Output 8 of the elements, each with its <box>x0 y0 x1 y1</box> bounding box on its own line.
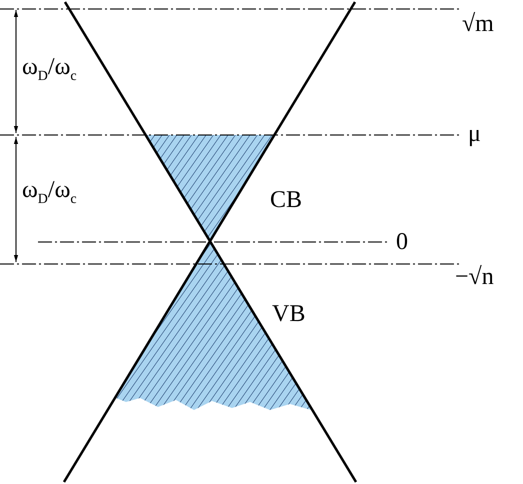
math-label: VB <box>272 302 306 326</box>
math-label: 0 <box>396 230 408 254</box>
math-label: CB <box>270 188 302 212</box>
math-label: −√n <box>455 265 494 289</box>
math-label: μ <box>468 122 481 146</box>
math-label: √m <box>462 12 494 36</box>
math-label: ω$_{D}$/ω$_{c}$ <box>22 178 77 207</box>
math-label: ω$_{D}$/ω$_{c}$ <box>22 55 77 84</box>
